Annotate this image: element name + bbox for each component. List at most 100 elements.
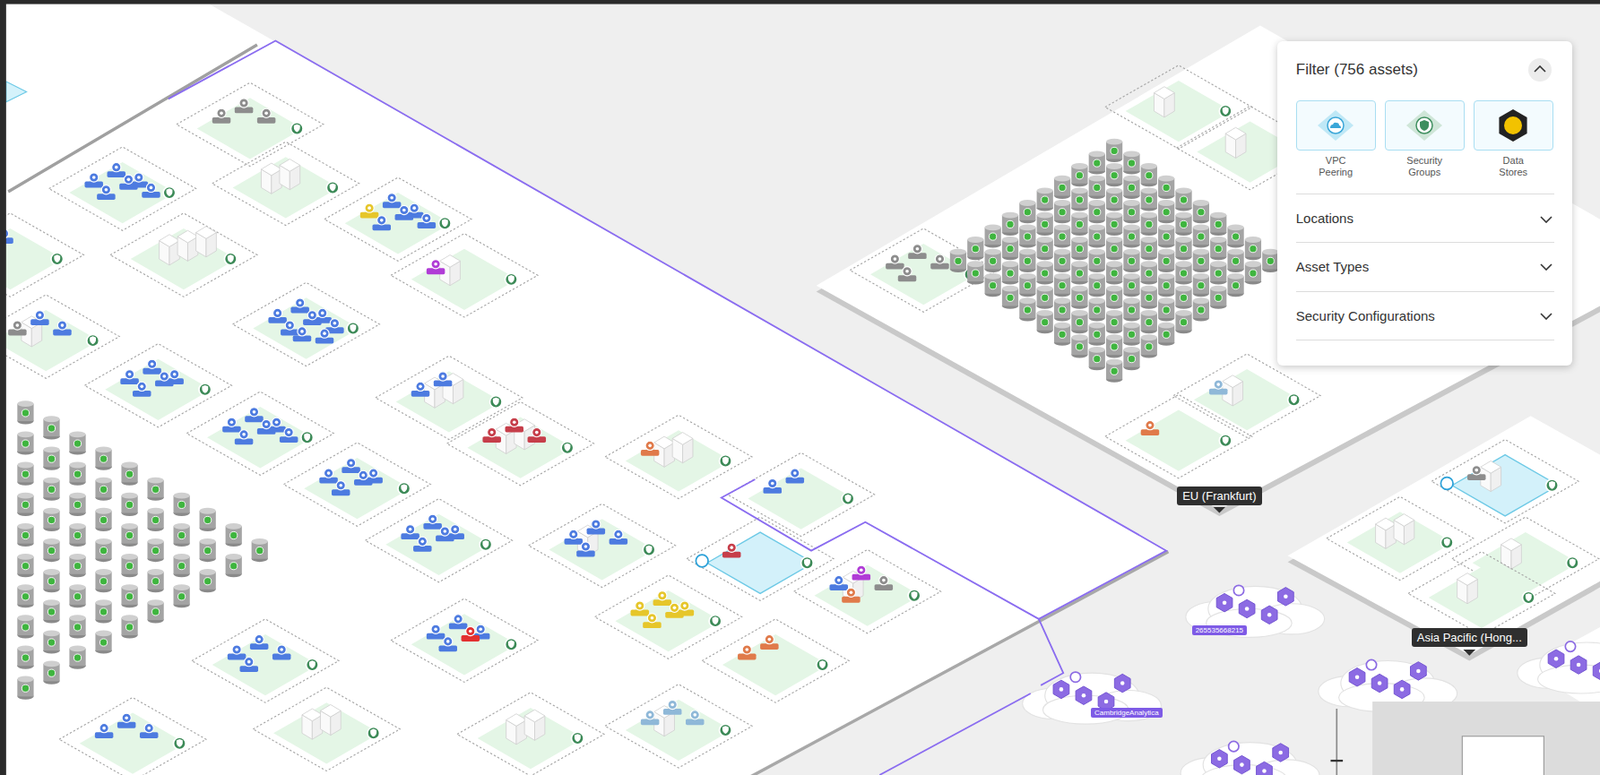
asset-icon (609, 529, 628, 545)
data-store-icon (1158, 297, 1175, 321)
account-name: 265535668215 (1195, 626, 1244, 635)
vpc-link-line (879, 693, 1030, 775)
data-store-icon (1123, 346, 1140, 371)
data-store-icon (1123, 175, 1140, 199)
account-name: CambridgeAnalytica (1094, 709, 1159, 718)
server-rack (1154, 86, 1176, 118)
asset-icon (319, 468, 338, 485)
tag-pointer (1213, 507, 1227, 514)
subnet-tile (212, 141, 360, 225)
subnet-tile (324, 177, 472, 261)
security-group-badge (1219, 434, 1232, 448)
region-platform (816, 25, 1600, 511)
data-store-icon (1071, 285, 1088, 310)
data-store-icon (1089, 322, 1106, 346)
asset-icon (155, 371, 173, 388)
asset-icon (212, 108, 231, 124)
asset-icon (360, 203, 379, 219)
asset-icon (640, 710, 659, 727)
security-group-badge (51, 252, 64, 266)
data-store-icon (1141, 236, 1158, 260)
security-group-badge (86, 334, 100, 347)
asset-icon (119, 174, 138, 191)
asset-icon (139, 724, 158, 740)
data-store-icon (1193, 224, 1210, 248)
filter-icon (1493, 107, 1533, 144)
data-store-icon (1106, 163, 1123, 187)
data-store-icon (1071, 187, 1088, 211)
data-store-icon (1106, 285, 1123, 310)
security-group-badge (1565, 556, 1579, 570)
tile-box (1473, 100, 1554, 152)
data-store-icon (1262, 249, 1279, 273)
data-store-icon (1037, 187, 1054, 211)
subnet-tile (1408, 552, 1556, 636)
expand-chevron (1539, 263, 1553, 271)
data-store-icon (1245, 260, 1262, 285)
data-store-icon (121, 584, 138, 608)
asset-icon (786, 468, 805, 485)
server-rack (1375, 518, 1397, 549)
asset-icon (234, 430, 253, 446)
security-group-badge (301, 431, 314, 444)
security-group-badge (479, 538, 493, 552)
subnet-tile (1105, 65, 1253, 149)
data-store-icon (1141, 310, 1158, 334)
data-store-icon (985, 273, 1002, 297)
data-store-icon (1123, 322, 1140, 346)
data-store-icon (1089, 199, 1106, 224)
data-store-icon (1141, 163, 1158, 187)
zoom-minus (1330, 760, 1343, 762)
data-store-icon (121, 462, 138, 486)
asset-icon (874, 575, 893, 591)
security-group-badge (709, 614, 722, 628)
data-store-icon (17, 584, 34, 608)
server-rack (279, 159, 301, 191)
asset-icon (411, 381, 430, 398)
data-store-icon (1158, 273, 1175, 297)
asset-icon (763, 478, 782, 494)
server-rack (524, 709, 545, 741)
data-store-icon (1106, 138, 1123, 163)
asset-icon (279, 427, 298, 443)
data-store-icon (43, 630, 60, 654)
data-store-icon (985, 224, 1002, 248)
server-rack (1457, 573, 1479, 605)
asset-icon (141, 182, 160, 199)
data-store-icon (121, 523, 138, 547)
region-name: Asia Pacific (Hong... (1417, 631, 1523, 645)
security-group-badge (841, 492, 855, 506)
data-store-icon (173, 492, 191, 517)
asset-icon (722, 543, 741, 559)
data-store-icon (1210, 285, 1227, 310)
asset-icon (564, 529, 583, 545)
filter-tile: Data Stores (1473, 100, 1554, 178)
data-store-icon (1089, 249, 1106, 273)
filter-panel: Filter (756 assets)VPC PeeringSecurity G… (1277, 41, 1573, 366)
subnet-tile (605, 684, 753, 769)
data-store-icon (1158, 224, 1175, 248)
filter-tile: VPC Peering (1296, 100, 1376, 178)
asset-icon (132, 381, 151, 398)
security-group-badge (1440, 536, 1453, 550)
data-store-icon (1019, 224, 1036, 248)
data-store-icon (43, 415, 60, 440)
region-label: EU (Frankfurt) (1176, 486, 1262, 506)
server-rack (1393, 514, 1415, 545)
asset-icon (426, 259, 445, 276)
data-store-icon (17, 492, 34, 517)
subnet-tile (1431, 440, 1579, 524)
security-group-badge (908, 589, 921, 603)
asset-icon (290, 298, 309, 314)
asset-icon (852, 565, 871, 581)
subnet-tile (390, 598, 538, 683)
security-group-badge (489, 396, 502, 409)
data-store-icon (1037, 212, 1054, 236)
subnet-tile (110, 213, 258, 297)
data-store-icon (1141, 212, 1158, 236)
data-store-icon (1054, 224, 1071, 248)
asset-icon (830, 575, 848, 591)
data-store-icon (1089, 175, 1106, 199)
data-store-icon (1210, 260, 1227, 285)
asset-icon (372, 216, 391, 232)
